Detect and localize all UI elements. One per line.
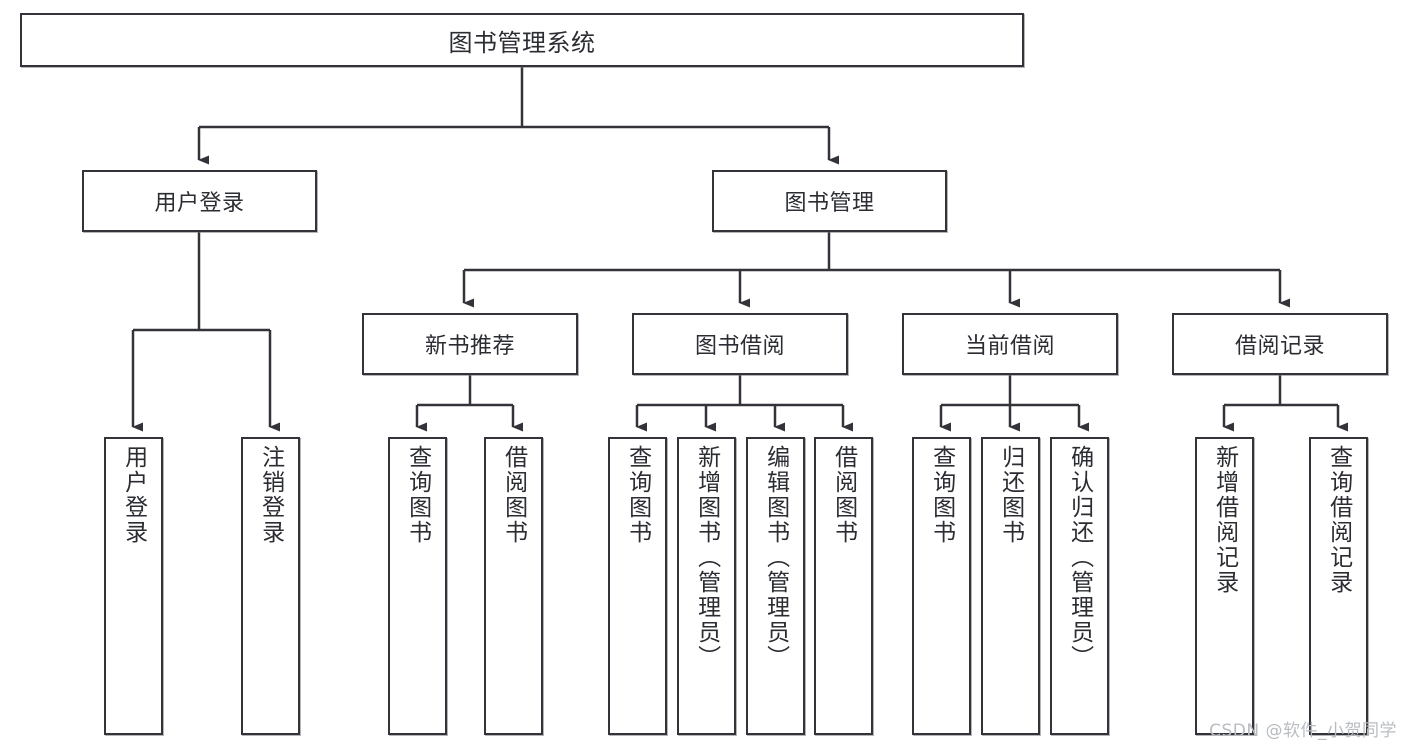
leaf-user-login-1[interactable]: 注销登录 xyxy=(241,437,300,735)
node-user-login[interactable]: 用户登录 xyxy=(82,170,317,232)
leaf-book-borrow-2[interactable]: 编辑图书（管理员） xyxy=(746,437,805,735)
leaf-book-borrow-3[interactable]: 借阅图书 xyxy=(814,437,873,735)
leaf-borrow-record-0[interactable]: 新增借阅记录 xyxy=(1195,437,1254,735)
leaf-user-login-0-label: 用户登录 xyxy=(120,445,147,545)
node-book-borrow-label: 图书借阅 xyxy=(694,334,785,359)
leaf-current-borrow-0-label: 查询图书 xyxy=(928,445,955,545)
leaf-borrow-record-1[interactable]: 查询借阅记录 xyxy=(1309,437,1368,735)
leaf-new-book-recommend-1[interactable]: 借阅图书 xyxy=(484,437,543,735)
leaf-user-login-0[interactable]: 用户登录 xyxy=(104,437,163,735)
leaf-book-borrow-3-label: 借阅图书 xyxy=(830,445,857,545)
leaf-book-borrow-0-label: 查询图书 xyxy=(624,445,651,545)
node-new-book-recommend[interactable]: 新书推荐 xyxy=(362,313,578,375)
node-borrow-record[interactable]: 借阅记录 xyxy=(1172,313,1388,375)
node-current-borrow[interactable]: 当前借阅 xyxy=(902,313,1118,375)
leaf-book-borrow-0[interactable]: 查询图书 xyxy=(608,437,667,735)
leaf-current-borrow-2[interactable]: 确认归还（管理员） xyxy=(1050,437,1109,735)
leaf-current-borrow-0[interactable]: 查询图书 xyxy=(912,437,971,735)
node-new-book-recommend-label: 新书推荐 xyxy=(424,334,515,359)
node-root-system[interactable]: 图书管理系统 xyxy=(20,13,1024,67)
leaf-current-borrow-1[interactable]: 归还图书 xyxy=(981,437,1040,735)
node-book-borrow[interactable]: 图书借阅 xyxy=(632,313,848,375)
leaf-borrow-record-0-label: 新增借阅记录 xyxy=(1211,445,1238,595)
leaf-borrow-record-1-label: 查询借阅记录 xyxy=(1325,445,1352,595)
leaf-new-book-recommend-1-label: 借阅图书 xyxy=(500,445,527,545)
leaf-book-borrow-1[interactable]: 新增图书（管理员） xyxy=(677,437,736,735)
node-book-management-label: 图书管理 xyxy=(784,191,875,216)
node-book-management[interactable]: 图书管理 xyxy=(712,170,947,232)
node-user-login-label: 用户登录 xyxy=(154,191,245,216)
leaf-current-borrow-2-label: 确认归还（管理员） xyxy=(1066,445,1093,670)
leaf-new-book-recommend-0[interactable]: 查询图书 xyxy=(388,437,447,735)
leaf-new-book-recommend-0-label: 查询图书 xyxy=(404,445,431,545)
node-current-borrow-label: 当前借阅 xyxy=(964,334,1055,359)
leaf-current-borrow-1-label: 归还图书 xyxy=(997,445,1024,545)
leaf-book-borrow-1-label: 新增图书（管理员） xyxy=(693,445,720,670)
node-borrow-record-label: 借阅记录 xyxy=(1234,334,1325,359)
node-root-system-label: 图书管理系统 xyxy=(448,28,596,57)
leaf-user-login-1-label: 注销登录 xyxy=(257,445,284,545)
leaf-book-borrow-2-label: 编辑图书（管理员） xyxy=(762,445,789,670)
